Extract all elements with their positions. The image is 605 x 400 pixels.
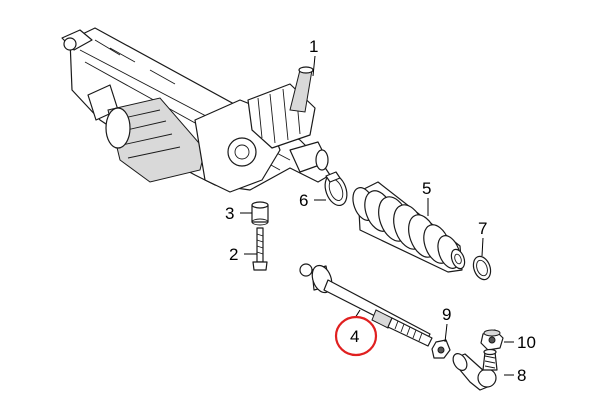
callout-label-1: 1 bbox=[309, 37, 318, 56]
part-5-bellows-boot bbox=[352, 181, 466, 273]
part-9-nut bbox=[431, 339, 451, 359]
callout-2: 2 bbox=[229, 245, 257, 264]
callout-label-7: 7 bbox=[478, 219, 487, 238]
callout-label-9: 9 bbox=[442, 305, 451, 324]
callout-label-8: 8 bbox=[517, 366, 526, 385]
callout-3: 3 bbox=[225, 204, 252, 223]
callout-label-4: 4 bbox=[350, 327, 359, 346]
part-6-clamp bbox=[324, 171, 348, 207]
steering-rack-assembly bbox=[61, 27, 331, 193]
part-4-inner-tie-rod bbox=[299, 263, 433, 347]
callout-4-highlight-circle bbox=[334, 315, 378, 357]
part-3-bushing bbox=[251, 201, 269, 226]
callout-7: 7 bbox=[478, 219, 487, 257]
part-8-tie-rod-end bbox=[452, 348, 498, 391]
callout-9: 9 bbox=[442, 305, 451, 343]
callout-1: 1 bbox=[309, 37, 318, 77]
callout-4: 4 bbox=[334, 309, 378, 357]
part-2-bolt bbox=[252, 227, 268, 271]
callout-label-6: 6 bbox=[299, 191, 308, 210]
callout-label-10: 10 bbox=[517, 333, 536, 352]
part-10-nut bbox=[480, 329, 504, 351]
part-7-clamp bbox=[472, 255, 492, 281]
callout-10: 10 bbox=[504, 333, 536, 352]
callout-5: 5 bbox=[422, 179, 431, 216]
callout-6: 6 bbox=[299, 191, 326, 210]
callout-8: 8 bbox=[504, 366, 526, 385]
callout-label-5: 5 bbox=[422, 179, 431, 198]
callout-label-3: 3 bbox=[225, 204, 234, 223]
callout-label-2: 2 bbox=[229, 245, 238, 264]
